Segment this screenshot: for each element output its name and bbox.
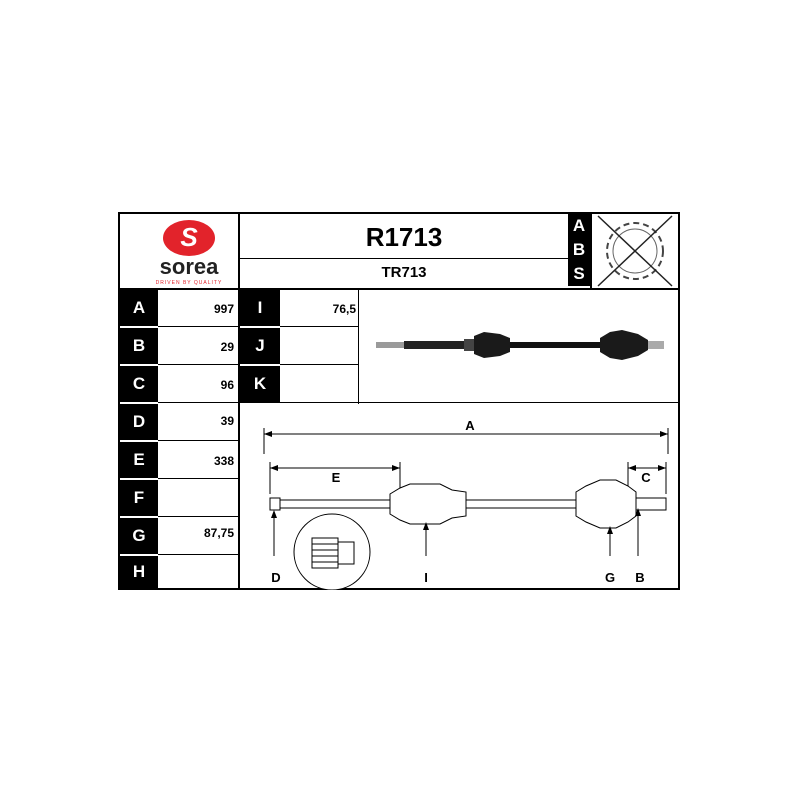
- dim-letter-h: H: [120, 556, 158, 588]
- dim-letter-b: B: [120, 328, 158, 364]
- dim-letter-a: A: [120, 290, 158, 326]
- dim-letter-c: C: [120, 366, 158, 402]
- logo-badge-icon: [163, 220, 215, 256]
- dim-value-d: 39: [220, 414, 234, 428]
- logo-wordmark: sorea: [160, 254, 219, 279]
- dim-value-a: 997: [213, 302, 234, 316]
- extra-letter-j: J: [240, 328, 280, 364]
- dim-value-c: 96: [220, 378, 234, 392]
- dim-value-b: 29: [220, 340, 234, 354]
- abs-letter-s: S: [568, 262, 590, 286]
- dim-letter-d: D: [120, 404, 158, 440]
- logo: S sorea DRIVEN BY QUALITY: [120, 214, 238, 290]
- abs-letter-b: B: [568, 238, 590, 262]
- extra-letter-i: I: [240, 290, 280, 326]
- extra-letter-k: K: [240, 366, 280, 402]
- dim-letter-g: G: [120, 518, 158, 554]
- label-a: A: [465, 418, 475, 433]
- label-b: B: [635, 570, 644, 585]
- dim-letter-f: F: [120, 480, 158, 516]
- label-d: D: [271, 570, 280, 585]
- abs-sensor-crossed-icon: [592, 214, 678, 288]
- label-e: E: [332, 470, 341, 485]
- svg-text:S: S: [180, 222, 198, 252]
- label-g: G: [605, 570, 615, 585]
- dim-letter-e: E: [120, 442, 158, 478]
- label-c: C: [641, 470, 651, 485]
- part-reference: R1713: [365, 222, 443, 252]
- extra-value-i: 76,5: [332, 302, 356, 316]
- dim-value-e: 338: [213, 454, 234, 468]
- spec-sheet: S sorea DRIVEN BY QUALITY R1713 TR713 A …: [118, 212, 680, 591]
- dimension-diagram: A E C: [240, 404, 678, 591]
- abs-letter-a: A: [568, 214, 590, 238]
- dim-value-g: 87,75: [203, 526, 234, 540]
- logo-tagline: DRIVEN BY QUALITY: [156, 280, 223, 286]
- label-i: I: [424, 570, 428, 585]
- drive-shaft-photo: [360, 314, 678, 374]
- alt-reference: TR713: [381, 264, 427, 281]
